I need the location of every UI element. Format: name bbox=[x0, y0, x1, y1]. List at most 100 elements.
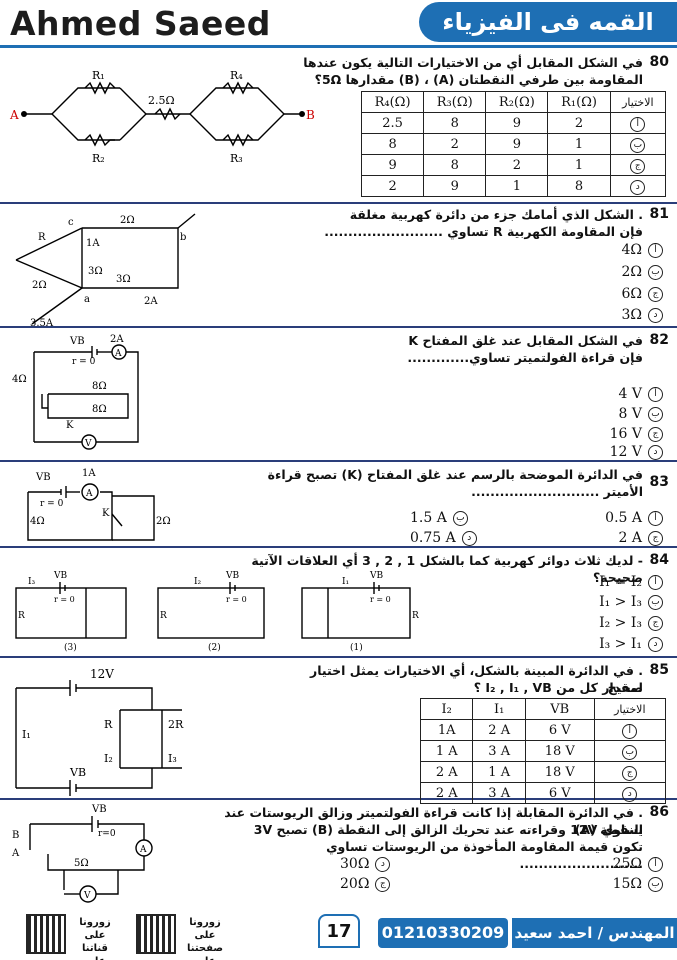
svg-text:R: R bbox=[104, 718, 113, 731]
question-text-line2: فإن المقاومة الكهربية R تساوي ..........… bbox=[324, 224, 643, 239]
label-mid-resistor: 2.5Ω bbox=[148, 94, 175, 107]
question-text-line1: في الشكل المقابل عند غلق المفتاح K bbox=[408, 333, 643, 348]
svg-text:R: R bbox=[38, 232, 46, 243]
qr-label-youtube: زورونا على قناتنا على اليوتيوب bbox=[79, 917, 111, 960]
svg-text:VB: VB bbox=[369, 571, 383, 581]
question-text-line1: . في الدائرة المبينة بالشكل، أي الاختيار… bbox=[310, 663, 643, 695]
svg-text:I₂: I₂ bbox=[104, 752, 113, 765]
svg-text:V: V bbox=[83, 891, 91, 901]
col-r2: R₂(Ω) bbox=[485, 91, 549, 113]
col-r3: R₃(Ω) bbox=[423, 91, 487, 113]
question-text: - لديك ثلاث دوائر كهربية كما بالشكل 1 , … bbox=[251, 553, 643, 585]
svg-text:r = 0: r = 0 bbox=[72, 357, 96, 367]
page-header: Ahmed Saeed القمه فى الفيزياء bbox=[0, 0, 677, 48]
circuit-figures-84: I₃ VB r = 0 R (3) I₂ VB r = 0 R (2) I₁ V… bbox=[15, 571, 419, 653]
svg-text:a: a bbox=[84, 294, 90, 305]
svg-text:(3): (3) bbox=[64, 642, 77, 653]
svg-text:VB: VB bbox=[69, 766, 86, 779]
question-text-line2: لمقدار كل من I₂ , I₁ , VB ؟ bbox=[473, 680, 643, 695]
svg-text:R: R bbox=[160, 611, 167, 621]
svg-text:2R: 2R bbox=[168, 718, 184, 731]
question-85: 85 . في الدائرة المبينة بالشكل، أي الاخت… bbox=[0, 658, 677, 804]
svg-text:I₁: I₁ bbox=[22, 728, 31, 741]
page-number: 17 bbox=[318, 914, 360, 948]
question-number: 86 bbox=[649, 804, 669, 820]
question-number: 85 bbox=[649, 662, 669, 678]
svg-text:r = 0: r = 0 bbox=[40, 499, 64, 509]
svg-text:V: V bbox=[84, 439, 92, 449]
svg-text:5Ω: 5Ω bbox=[74, 858, 89, 869]
question-text-line1: . في الدائرة المقابلة إذا كانت قراءة الف… bbox=[224, 805, 643, 837]
engineer-name: المهندس / احمد سعيد bbox=[512, 918, 677, 948]
circuit-figure-86: VB r=0 B A 5Ω A V bbox=[11, 804, 153, 903]
svg-text:2A: 2A bbox=[144, 296, 158, 307]
svg-text:3.5A: 3.5A bbox=[30, 318, 54, 329]
svg-text:8Ω: 8Ω bbox=[92, 381, 107, 392]
col-r1: R₁(Ω) bbox=[547, 91, 611, 113]
svg-text:4Ω: 4Ω bbox=[12, 374, 27, 385]
qr-code-facebook[interactable] bbox=[136, 914, 176, 954]
svg-text:c: c bbox=[68, 217, 74, 228]
table-header-row: R₄(Ω) R₃(Ω) R₂(Ω) R₁(Ω) الاختيار bbox=[360, 91, 667, 113]
label-r4: R₄ bbox=[230, 69, 243, 82]
qr-code-youtube[interactable] bbox=[26, 914, 66, 954]
question-80: 80 في الشكل المقابل أي من الاختيارات الت… bbox=[0, 48, 677, 204]
svg-text:3Ω: 3Ω bbox=[88, 266, 103, 277]
svg-text:r=0: r=0 bbox=[98, 829, 116, 839]
question-text-line2: يساوي 12V وقراءته عند تحريك الزالق إلى ا… bbox=[253, 822, 643, 837]
svg-text:2Ω: 2Ω bbox=[32, 280, 47, 291]
svg-text:A: A bbox=[139, 845, 147, 855]
svg-text:B: B bbox=[12, 830, 19, 841]
svg-text:VB: VB bbox=[53, 571, 67, 581]
circuit-figure-81: c b a R 1A 3Ω 2Ω 2Ω 3Ω 2A 3.5A bbox=[15, 213, 196, 329]
question-86: 86 . في الدائرة المقابلة إذا كانت قراءة … bbox=[0, 800, 677, 910]
svg-text:8Ω: 8Ω bbox=[92, 404, 107, 415]
question-82: 82 في الشكل المقابل عند غلق المفتاح K فإ… bbox=[0, 328, 677, 462]
svg-text:4Ω: 4Ω bbox=[30, 516, 45, 527]
circuit-figure-82: VB r = 0 2A 4Ω 8Ω 8Ω K A V bbox=[12, 334, 139, 450]
svg-text:I₂: I₂ bbox=[194, 577, 202, 587]
col-r4: R₄(Ω) bbox=[360, 91, 425, 113]
svg-text:VB: VB bbox=[69, 336, 85, 347]
choice-marker: أ bbox=[630, 116, 646, 132]
node-label-a: A bbox=[9, 108, 19, 122]
svg-text:3Ω: 3Ω bbox=[116, 274, 131, 285]
svg-text:12V: 12V bbox=[90, 667, 114, 681]
svg-text:r = 0: r = 0 bbox=[370, 595, 391, 604]
svg-text:r = 0: r = 0 bbox=[54, 595, 75, 604]
svg-text:K: K bbox=[66, 420, 74, 431]
choice-marker: ج bbox=[630, 158, 646, 174]
svg-text:I₃: I₃ bbox=[28, 577, 36, 587]
header-title: القمه فى الفيزياء bbox=[419, 2, 677, 42]
svg-text:b: b bbox=[180, 232, 186, 243]
